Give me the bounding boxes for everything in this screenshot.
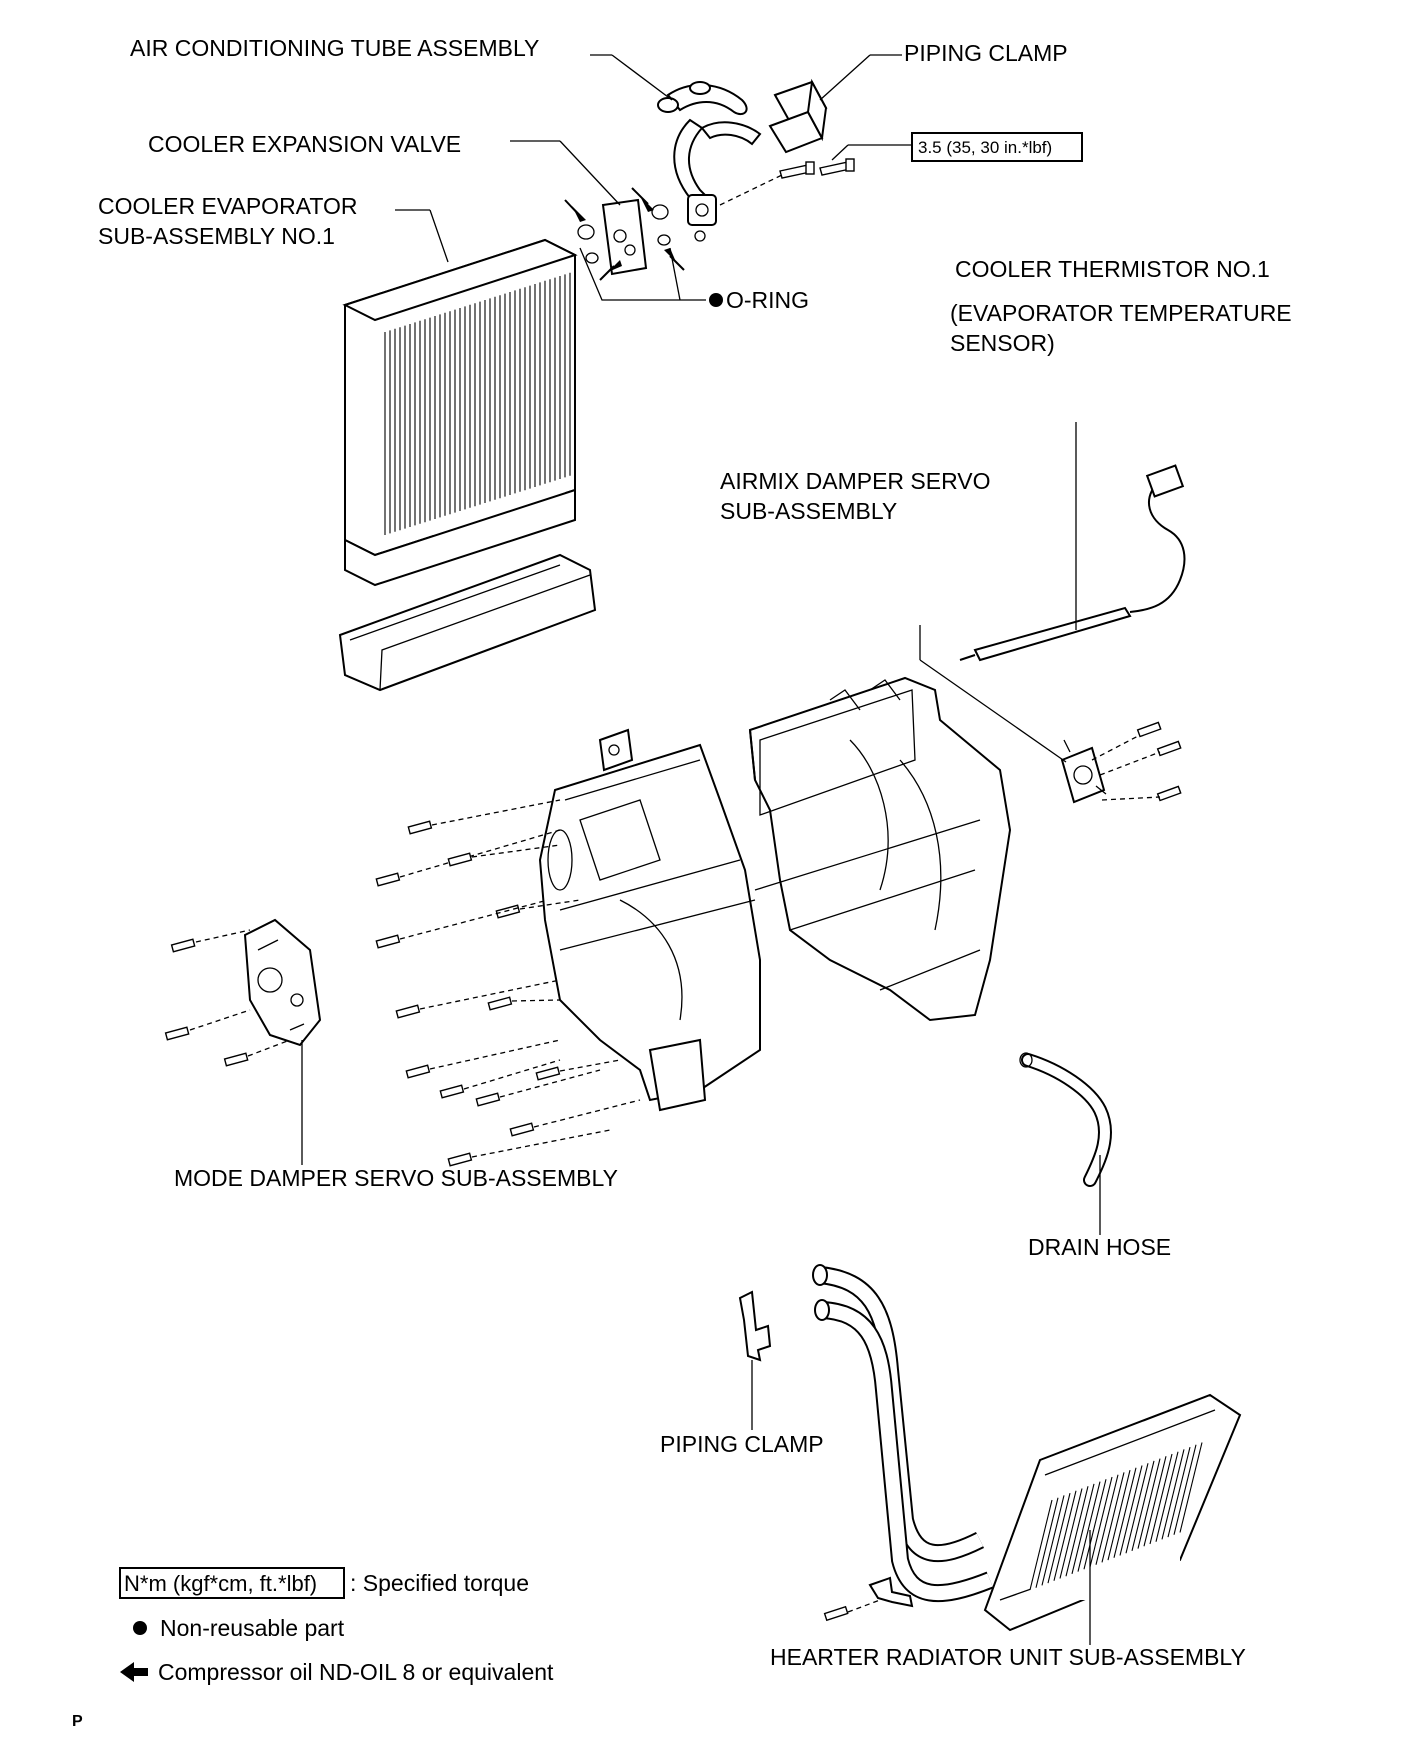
piping-clamp-top-drawing <box>768 78 828 154</box>
right-case-drawing <box>748 676 1012 1022</box>
o-ring-2 <box>585 252 599 264</box>
label-airmix-1: AIRMIX DAMPER SERVO <box>720 468 991 494</box>
mode-servo-screws <box>164 938 249 1067</box>
label-thermistor-1: COOLER THERMISTOR NO.1 <box>955 256 1270 282</box>
corner-mark: P <box>72 1713 83 1730</box>
piping-clamp-bottom-drawing <box>738 1290 772 1362</box>
leader-airmix-2 <box>919 659 1067 763</box>
screw <box>439 1059 561 1099</box>
label-thermistor-2: (EVAPORATOR TEMPERATURE <box>950 300 1292 326</box>
airmix-screws <box>1136 721 1182 802</box>
leader-ac-tube-2 <box>611 54 673 101</box>
screw <box>375 829 561 887</box>
dash-heater-screw <box>847 1599 881 1613</box>
dash-airmix-3 <box>1101 796 1161 801</box>
left-case-screws <box>375 799 641 1167</box>
leader-exp-valve-2 <box>559 140 621 206</box>
label-mode-servo: MODE DAMPER SERVO SUB-ASSEMBLY <box>174 1165 618 1191</box>
heater-radiator-drawing <box>812 1264 1242 1632</box>
o-ring-4 <box>657 234 671 246</box>
dash-mode-1 <box>195 929 251 943</box>
leader-o-ring-a <box>579 247 706 301</box>
o-ring-1 <box>577 224 595 240</box>
leader-clamp-top-2 <box>819 54 871 101</box>
legend-torque-desc: : Specified torque <box>350 1570 529 1596</box>
mode-servo-drawing <box>243 918 322 1047</box>
screw <box>535 1059 621 1081</box>
legend-torque-unit: N*m (kgf*cm, ft.*lbf) <box>124 1571 317 1596</box>
non-reusable-dot-icon <box>133 1621 147 1635</box>
label-evaporator-1: COOLER EVAPORATOR <box>98 193 357 219</box>
label-torque: 3.5 (35, 30 in.*lbf) <box>918 138 1052 157</box>
label-piping-clamp-bottom: PIPING CLAMP <box>660 1431 824 1457</box>
screw <box>407 799 561 835</box>
leader-o-ring-b <box>669 247 681 301</box>
label-expansion-valve: COOLER EXPANSION VALVE <box>148 131 461 157</box>
screw <box>447 1129 611 1167</box>
thermistor-drawing <box>959 464 1186 662</box>
heater-bracket-and-screw <box>823 1576 914 1622</box>
expansion-valve-drawing <box>564 187 685 281</box>
compressor-oil-arrow-icon <box>120 1662 148 1682</box>
label-drain-hose: DRAIN HOSE <box>1028 1234 1171 1260</box>
o-ring-3 <box>651 204 669 220</box>
screw <box>509 1099 641 1137</box>
drain-hose-drawing <box>1019 1052 1112 1187</box>
bolts-torque-drawing <box>779 158 855 179</box>
legend: N*m (kgf*cm, ft.*lbf) : Specified torque… <box>119 1567 554 1685</box>
leader-evap-2 <box>429 209 449 263</box>
screw <box>405 1039 561 1079</box>
dash-mode-2 <box>189 1009 251 1031</box>
dash-bolt-1 <box>719 173 785 206</box>
non-reusable-dot-o-ring <box>709 293 723 307</box>
legend-compressor-oil: Compressor oil ND-OIL 8 or equivalent <box>158 1659 554 1685</box>
dash-mode-3 <box>247 1039 291 1057</box>
left-case-drawing <box>538 728 761 1112</box>
label-piping-clamp-top: PIPING CLAMP <box>904 40 1068 66</box>
torque-spec-box <box>911 132 1083 162</box>
label-airmix-2: SUB-ASSEMBLY <box>720 498 897 524</box>
screw <box>447 844 561 867</box>
dash-airmix-1 <box>1091 734 1141 761</box>
screw <box>487 996 561 1011</box>
label-thermistor-3: SENSOR) <box>950 330 1055 356</box>
legend-nonreusable: Non-reusable part <box>160 1615 345 1641</box>
label-evaporator-2: SUB-ASSEMBLY NO.1 <box>98 223 335 249</box>
evaporator-drawing <box>338 238 597 692</box>
ac-tube-assembly-drawing <box>657 81 762 242</box>
legend-torque-box <box>119 1567 345 1599</box>
screw <box>475 1069 601 1107</box>
label-heater-radiator: HEARTER RADIATOR UNIT SUB-ASSEMBLY <box>770 1644 1246 1670</box>
airmix-servo-drawing <box>1060 739 1107 804</box>
dash-airmix-2 <box>1099 751 1161 776</box>
label-o-ring: O-RING <box>726 287 809 313</box>
label-ac-tube: AIR CONDITIONING TUBE ASSEMBLY <box>130 35 539 61</box>
leader-torque-2 <box>831 144 849 161</box>
screw <box>395 979 561 1019</box>
screw <box>375 899 549 949</box>
